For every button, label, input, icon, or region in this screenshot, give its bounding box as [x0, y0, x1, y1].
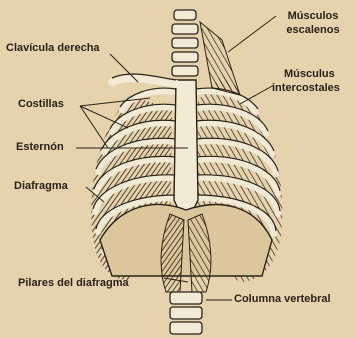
label-musculus-intercostales-1: Músculus [284, 68, 335, 81]
label-musculus-intercostales-2: intercostales [272, 82, 340, 95]
scalene-muscles [200, 22, 240, 95]
label-musculos-escalenos-2: escalenos [280, 24, 346, 37]
cervical-vertebrae [172, 10, 198, 76]
label-clavicula: Clavícula derecha [6, 42, 100, 55]
label-pilares: Pilares del diafragma [18, 277, 129, 290]
label-musculos-escalenos-1: Músculos [280, 10, 346, 23]
diaphragm [100, 205, 272, 276]
label-diafragma: Diafragma [14, 180, 68, 193]
label-columna: Columna vertebral [234, 293, 331, 306]
sternum [174, 80, 198, 226]
label-esternon: Esternón [16, 141, 64, 154]
clavicle-right-bone [112, 74, 176, 84]
lumbar-vertebrae [170, 292, 202, 334]
label-costillas: Costillas [18, 98, 64, 111]
